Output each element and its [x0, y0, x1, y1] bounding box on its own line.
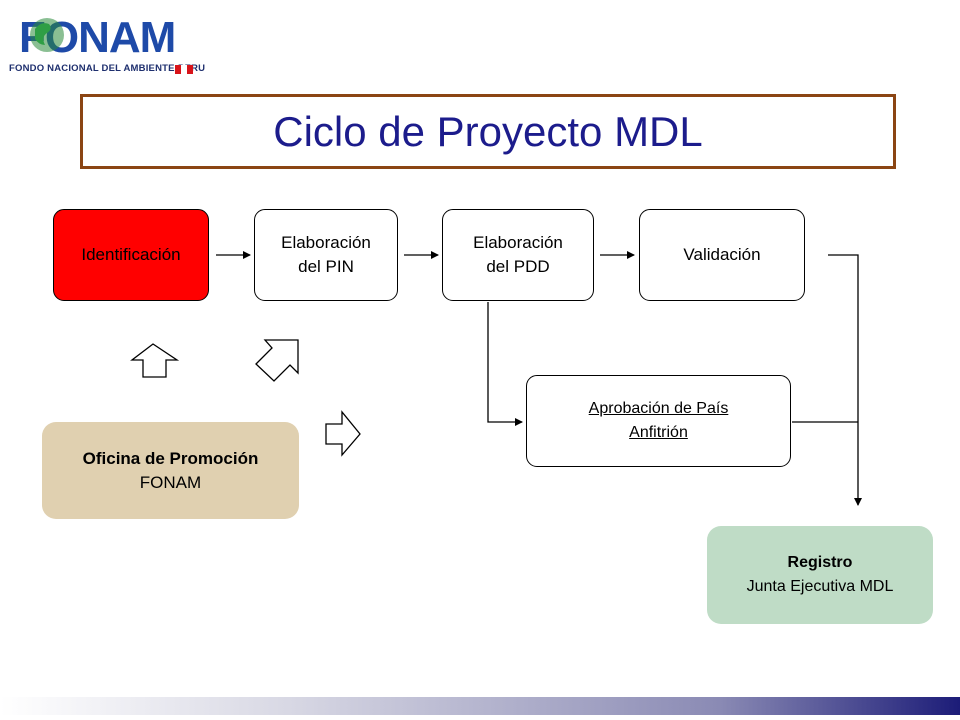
node-identificacion-label: Identificación: [81, 245, 181, 264]
block-arrow-diagonal-icon: [255, 339, 299, 382]
arrow-pdd-to-aprobacion: [487, 302, 523, 426]
node-pin-line1: Elaboración: [281, 233, 371, 252]
node-pdd-line2: del PDD: [486, 257, 550, 276]
node-elaboracion-pin: Elaboración del PIN: [254, 209, 398, 301]
node-pin-line2: del PIN: [298, 257, 354, 276]
node-registro: Registro Junta Ejecutiva MDL: [707, 526, 933, 624]
node-aprobacion: Aprobación de País Anfitrión: [526, 375, 791, 467]
globe-icon: [30, 18, 64, 52]
logo-subtitle: FONDO NACIONAL DEL AMBIENTE-PERU: [9, 63, 206, 74]
node-aprobacion-line1: Aprobación de País: [588, 400, 729, 417]
node-oficina-line2: FONAM: [139, 472, 202, 492]
node-aprobacion-line2: Anfitrión: [629, 424, 688, 441]
footer-gradient-bar: [0, 697, 960, 715]
node-identificacion: Identificación: [53, 209, 209, 301]
node-oficina-promocion: Oficina de Promoción FONAM: [42, 422, 299, 519]
page-title: Ciclo de Proyecto MDL: [273, 107, 703, 155]
arrow-validacion-to-registro: [828, 254, 862, 506]
node-elaboracion-pdd: Elaboración del PDD: [442, 209, 594, 301]
node-validacion: Validación: [639, 209, 805, 301]
node-oficina-line1: Oficina de Promoción: [82, 448, 259, 468]
peru-flag-icon: [175, 65, 193, 74]
node-validacion-label: Validación: [683, 245, 761, 264]
title-box: Ciclo de Proyecto MDL: [80, 94, 896, 169]
fonam-logo: FONAM FONDO NACIONAL DEL AMBIENTE-PERU: [5, 5, 205, 80]
block-arrow-right-icon: [325, 410, 361, 457]
node-pdd-line1: Elaboración: [473, 233, 563, 252]
block-arrow-up-icon: [130, 343, 180, 378]
node-registro-line2: Junta Ejecutiva MDL: [746, 578, 894, 595]
node-registro-line1: Registro: [787, 554, 853, 571]
